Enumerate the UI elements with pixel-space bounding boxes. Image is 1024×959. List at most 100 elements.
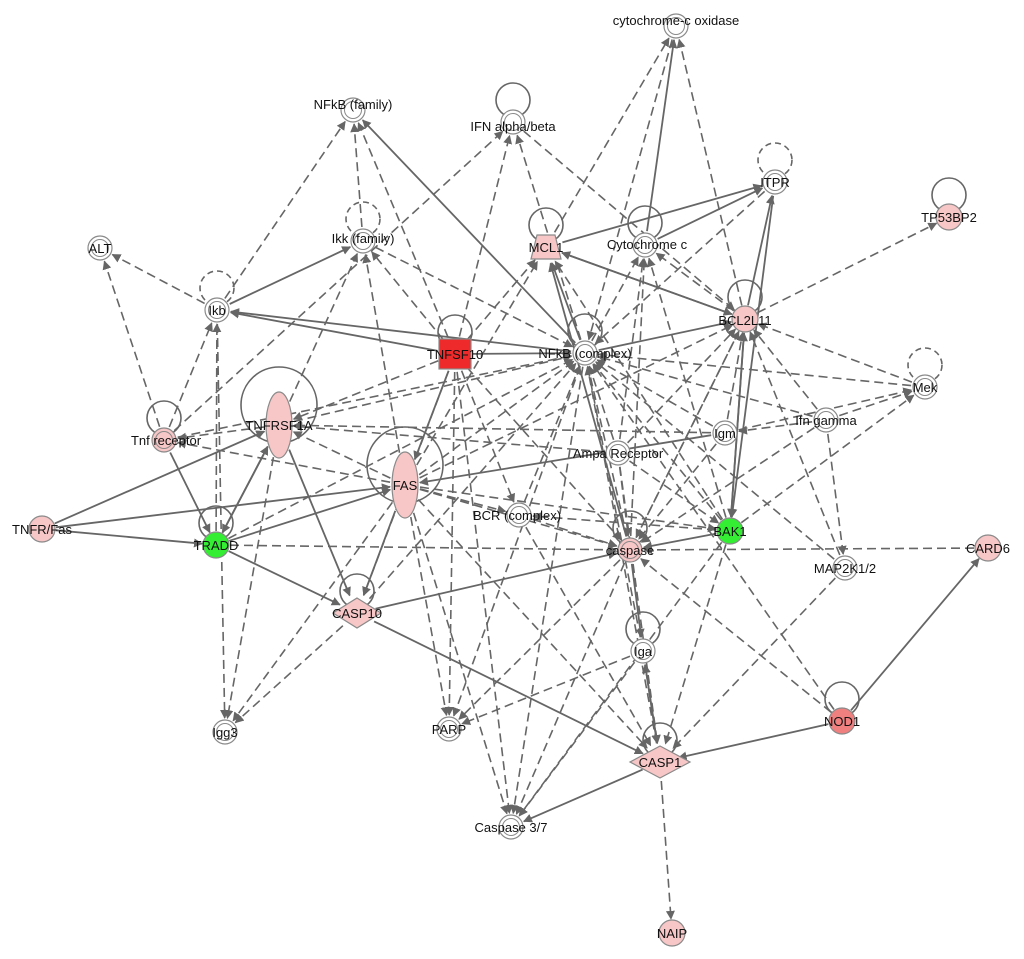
edge-tnfr-fas-to-tradd (55, 529, 203, 548)
edge-tnf-receptor-to-nfkb-complex (177, 353, 573, 438)
nfkb-complex-inner-ring (576, 344, 594, 362)
edge-cytochrome-c-to-itpr (657, 187, 764, 240)
edge-tradd-to-fas (229, 487, 392, 542)
edge-mcl1-to-cytochrome-c-oxidase (553, 37, 670, 233)
edge-fas-to-bcl2l11 (419, 324, 734, 479)
edge-igm-to-tnfrsf1a (293, 420, 712, 434)
edge-casp10-to-caspase (375, 550, 618, 610)
edge-tnfsf10-to-nfkb-complex (472, 348, 572, 358)
edge-ikk-family-to-nfkb-family (350, 123, 363, 228)
node-cytochrome-c-oxidase[interactable]: cytochrome-c oxidase (613, 13, 739, 39)
casp1-shape (628, 745, 692, 779)
card6-shape (974, 534, 1002, 562)
bcl2l11-shape (731, 305, 759, 333)
node-iga[interactable]: Iga (630, 638, 656, 664)
node-map2k1-2[interactable]: MAP2K1/2 (814, 555, 876, 581)
edge-bak1-to-bcr-complex (532, 512, 717, 531)
edge-fas-to-nfkb-complex (418, 360, 575, 476)
edge-tradd-to-nfkb-complex (228, 358, 574, 540)
edge-map2k1-2-to-bcl2l11 (749, 331, 841, 556)
node-tnf-receptor[interactable]: Tnf receptor (131, 427, 202, 453)
edge-nfkb-complex-to-bcl2l11 (598, 319, 733, 351)
fas-shape (391, 451, 419, 519)
edge-card6-to-caspase (643, 545, 975, 555)
edge-fas-to-mcl1 (416, 260, 538, 466)
edge-bak1-to-mek (740, 394, 915, 524)
tnfrsf1a-shape (265, 391, 293, 459)
edge-itpr-to-bak1 (728, 195, 775, 518)
bcr-complex-inner-ring (510, 506, 528, 524)
edge-nfkb-complex-to-ikb (230, 308, 572, 353)
node-ifn-alpha-beta[interactable]: IFN alpha/beta (470, 109, 556, 135)
node-ikk-family[interactable]: Ikk (family) (332, 228, 395, 254)
edge-tnfsf10-to-mcl1 (466, 259, 536, 341)
edge-ikb-to-nfkb-family (224, 120, 346, 299)
node-igg3[interactable]: Igg3 (212, 719, 238, 745)
edge-casp10-to-igg3 (234, 625, 344, 724)
cytochrome-c-inner-ring (636, 236, 654, 254)
edge-ampa-receptor-to-bak1 (629, 460, 720, 524)
edge-bcl2l11-to-cytochrome-c (655, 252, 735, 312)
edge-ikb-to-ikk-family (229, 246, 352, 305)
edge-nod1-to-casp1 (677, 723, 829, 761)
edge-mek-to-nfkb-complex (598, 350, 912, 387)
edge-nfkb-complex-to-parp (452, 365, 581, 717)
node-mek[interactable]: Mek (912, 374, 938, 400)
alt-inner-ring (91, 239, 109, 257)
edge-map2k1-2-to-casp1 (672, 577, 836, 749)
node-ifn-gamma[interactable]: Ifn gamma (795, 407, 857, 433)
node-naip[interactable]: NAIP (657, 919, 687, 947)
node-alt[interactable]: ALT (87, 235, 113, 261)
edge-ikb-to-igg3 (216, 323, 230, 719)
edge-ampa-receptor-to-casp1 (619, 466, 661, 745)
ifn-alpha-beta-inner-ring (504, 113, 522, 131)
edge-fas-to-bak1 (419, 486, 717, 533)
node-fas[interactable]: FAS (391, 451, 419, 519)
edge-nfkb-complex-to-nfkb-family (362, 119, 576, 344)
edge-fas-to-bcr-complex (419, 488, 507, 514)
edge-tnfsf10-to-nfkb-family (357, 122, 449, 338)
node-igm[interactable]: Igm (712, 420, 738, 446)
edge-ifn-alpha-beta-to-bcl2l11 (523, 130, 735, 311)
mek-inner-ring (916, 378, 934, 396)
tnf-receptor-inner-ring (155, 431, 173, 449)
edge-cytochrome-c-to-cytochrome-c-oxidase (646, 39, 678, 232)
bak1-shape (716, 517, 744, 545)
edge-iga-to-parp (461, 655, 631, 725)
edge-casp1-to-iga (641, 663, 658, 744)
node-nfkb-family[interactable]: NFkB (family) (314, 97, 393, 123)
edge-nfkb-complex-to-cytochrome-c (591, 256, 639, 342)
mcl1-shape (530, 234, 562, 260)
node-casp10[interactable]: CASP10 (331, 597, 383, 629)
edge-casp10-to-casp1 (373, 620, 644, 755)
edge-bcl2l11-to-bak1 (727, 332, 745, 518)
node-nod1[interactable]: NOD1 (824, 707, 860, 735)
edge-iga-to-caspase-3-7 (518, 661, 636, 817)
edge-tnfsf10-to-ikb (229, 309, 438, 352)
edge-tnfsf10-to-ikk-family (371, 251, 445, 341)
nod1-shape (828, 707, 856, 735)
edge-tnfsf10-to-bcr-complex (460, 370, 515, 503)
edge-ikk-family-to-nfkb-complex (375, 246, 574, 348)
edge-tradd-to-ikb (212, 323, 222, 532)
edge-fas-to-parp (410, 516, 450, 717)
ikb-self-loop (199, 270, 235, 306)
edge-nod1-to-card6 (850, 558, 980, 711)
edge-tnf-receptor-to-ifn-alpha-beta (173, 130, 504, 432)
node-parp[interactable]: PARP (432, 716, 466, 742)
edge-mcl1-to-bcl2l11 (561, 251, 733, 316)
node-ikb[interactable]: Ikb (204, 297, 230, 323)
node-tp53bp2[interactable]: TP53BP2 (921, 203, 977, 231)
edge-tnfsf10-to-caspase (466, 366, 622, 541)
node-caspase-3-7[interactable]: Caspase 3/7 (475, 814, 548, 840)
edge-bak1-to-cytochrome-c (646, 257, 727, 518)
node-mcl1[interactable]: MCL1 (529, 234, 564, 260)
edge-caspase-to-parp (458, 559, 621, 720)
node-cytochrome-c[interactable]: Cytochrome c (607, 232, 688, 258)
nfkb-family-inner-ring (344, 101, 362, 119)
edge-bak1-to-casp1 (663, 544, 727, 745)
edge-bak1-to-nfkb-complex (593, 363, 722, 521)
ikb-inner-ring (208, 301, 226, 319)
